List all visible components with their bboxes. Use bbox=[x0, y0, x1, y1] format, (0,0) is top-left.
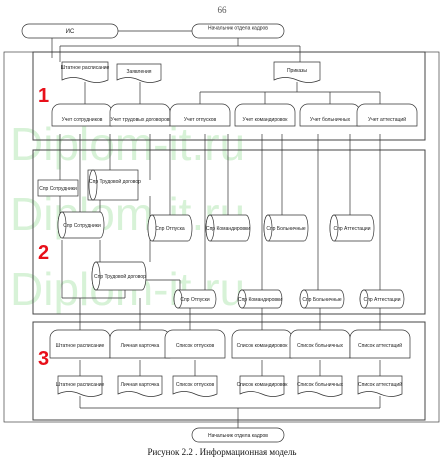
s1-process-attest: Учет аттестаций bbox=[356, 103, 418, 127]
s2-store-vacations-label: Спр Отпуска bbox=[155, 226, 185, 232]
s2-store-trips-label: Спр Командировки bbox=[206, 226, 250, 232]
s3-process-sick-label: Список больничных bbox=[297, 343, 344, 349]
s1-process-employees-label: Учет сотрудников bbox=[62, 117, 103, 123]
s2-store-sick-label: Спр Больничные bbox=[266, 226, 305, 232]
s2-store-sick: Спр Больничные bbox=[263, 214, 309, 242]
s1-process-contracts-label: Учет трудовых договоров bbox=[110, 117, 169, 123]
s2-store-trips-2-label: Спр Командировки bbox=[238, 297, 282, 303]
s1-process-vacations-label: Учет отпусков bbox=[184, 117, 217, 123]
s2-store-employees-small-label: Спр Сотрудники bbox=[39, 186, 77, 192]
s2-store-attest-2-label: Спр Аттестации bbox=[364, 297, 401, 303]
watermark-1: Diplom-it.ru bbox=[10, 118, 245, 170]
s2-store-trips: Спр Командировки bbox=[205, 214, 251, 242]
s3-process-vacations-label: Список отпусков bbox=[176, 343, 215, 349]
s2-store-contract-b: Спр Трудовой договор bbox=[91, 261, 147, 291]
s3-process-card-label: Личная карточка bbox=[121, 343, 160, 349]
s2-store-sick-2: Спр Больничные bbox=[299, 289, 345, 309]
s2-store-employees-small: Спр Сотрудники bbox=[37, 179, 79, 197]
s3-doc-trips: Список командировок bbox=[237, 375, 289, 397]
terminator-is: ИС bbox=[21, 23, 119, 39]
s3-process-sick: Список больничных bbox=[289, 329, 351, 359]
s1-doc-applications-label: Заявления bbox=[126, 69, 151, 75]
outer-band bbox=[3, 51, 440, 423]
s2-store-contract-a-label: Спр Трудовой договор bbox=[89, 178, 141, 185]
s2-store-vacations: Спр Отпуска bbox=[147, 214, 193, 242]
section-3 bbox=[32, 321, 426, 421]
s2-store-employees-label: Спр Сотрудники bbox=[63, 223, 101, 229]
s3-doc-vacations-label: Список отпусков bbox=[176, 382, 215, 388]
s1-process-sick-label: Учет больничных bbox=[310, 117, 351, 123]
s3-process-staffing: Штатное расписание bbox=[49, 329, 111, 359]
figure-caption: Рисунок 2.2 . Информационная модель bbox=[147, 447, 296, 457]
s3-process-attest: Список аттестаций bbox=[349, 329, 411, 359]
s2-store-trips-2: Спр Командировки bbox=[237, 289, 283, 309]
s2-store-attest-2: Спр Аттестации bbox=[359, 289, 405, 309]
section-number-2: 2 bbox=[38, 242, 49, 264]
connectors bbox=[51, 30, 381, 428]
terminator-head-top: Начальник отдела кадров bbox=[191, 23, 285, 39]
s3-doc-sick-label: Список больничных bbox=[297, 382, 344, 388]
s3-doc-attest: Список аттестаций bbox=[357, 375, 403, 397]
section-number-1: 1 bbox=[38, 85, 49, 107]
s2-store-contract-a: Спр Трудовой договор bbox=[87, 169, 141, 201]
s3-process-trips: Список командировок bbox=[231, 329, 293, 359]
page-number: 66 bbox=[218, 5, 228, 15]
s3-process-trips-label: Список командировок bbox=[237, 343, 289, 349]
s1-doc-staffing: Штатное расписание bbox=[61, 61, 110, 83]
terminator-is-label: ИС bbox=[66, 29, 75, 35]
s3-doc-card: Личная карточка bbox=[117, 375, 163, 397]
s1-process-contracts: Учет трудовых договоров bbox=[109, 103, 171, 127]
s3-process-staffing-label: Штатное расписание bbox=[56, 343, 105, 349]
s3-docs: Штатное расписание Личная карточка Списо… bbox=[56, 375, 403, 397]
s1-processes: Учет сотрудников Учет трудовых договоров… bbox=[51, 103, 418, 127]
s1-doc-orders: Приказы bbox=[273, 61, 321, 83]
s2-store-contract-b-label: Спр Трудовой договор bbox=[94, 273, 146, 280]
section-2 bbox=[32, 149, 426, 315]
terminator-head-bottom-label: Начальник отдела кадров bbox=[208, 433, 268, 439]
s1-process-sick: Учет больничных bbox=[299, 103, 361, 127]
s2-stores: Спр Сотрудники Спр Трудовой договор Спр … bbox=[37, 169, 405, 309]
s3-doc-attest-label: Список аттестаций bbox=[358, 381, 402, 388]
s3-processes: Штатное расписание Личная карточка Списо… bbox=[49, 329, 411, 359]
s3-doc-sick: Список больничных bbox=[297, 375, 344, 397]
s1-doc-applications: Заявления bbox=[116, 63, 162, 83]
s3-process-attest-label: Список аттестаций bbox=[358, 342, 402, 349]
s2-store-attest: Спр Аттестации bbox=[329, 214, 375, 242]
s1-process-employees: Учет сотрудников bbox=[51, 103, 113, 127]
s3-doc-vacations: Список отпусков bbox=[172, 375, 218, 397]
section-number-3: 3 bbox=[38, 348, 49, 370]
s3-process-card: Личная карточка bbox=[109, 329, 171, 359]
s3-doc-staffing-label: Штатное расписание bbox=[56, 382, 105, 388]
s2-store-employees: Спр Сотрудники bbox=[57, 211, 105, 239]
s1-process-trips-label: Учет командировок bbox=[243, 117, 289, 123]
s2-store-attest-label: Спр Аттестации bbox=[334, 226, 371, 232]
s1-process-attest-label: Учет аттестаций bbox=[368, 116, 406, 123]
terminator-head-bottom: Начальник отдела кадров bbox=[191, 427, 285, 443]
s1-process-trips: Учет командировок bbox=[234, 103, 296, 127]
s1-doc-staffing-label: Штатное расписание bbox=[61, 65, 110, 71]
s3-doc-card-label: Личная карточка bbox=[121, 382, 160, 388]
s2-store-vacations-2-label: Спр Отпуски bbox=[180, 297, 210, 303]
s2-store-vacations-2: Спр Отпуски bbox=[173, 289, 217, 309]
s3-doc-staffing: Штатное расписание bbox=[56, 375, 105, 397]
s2-store-sick-2-label: Спр Больничные bbox=[302, 297, 341, 303]
s1-doc-orders-label: Приказы bbox=[287, 68, 307, 74]
terminator-head-top-label: Начальник отдела кадров bbox=[208, 26, 268, 32]
s1-process-vacations: Учет отпусков bbox=[169, 103, 231, 127]
s3-doc-trips-label: Список командировок bbox=[237, 382, 289, 388]
s3-process-vacations: Список отпусков bbox=[164, 329, 226, 359]
